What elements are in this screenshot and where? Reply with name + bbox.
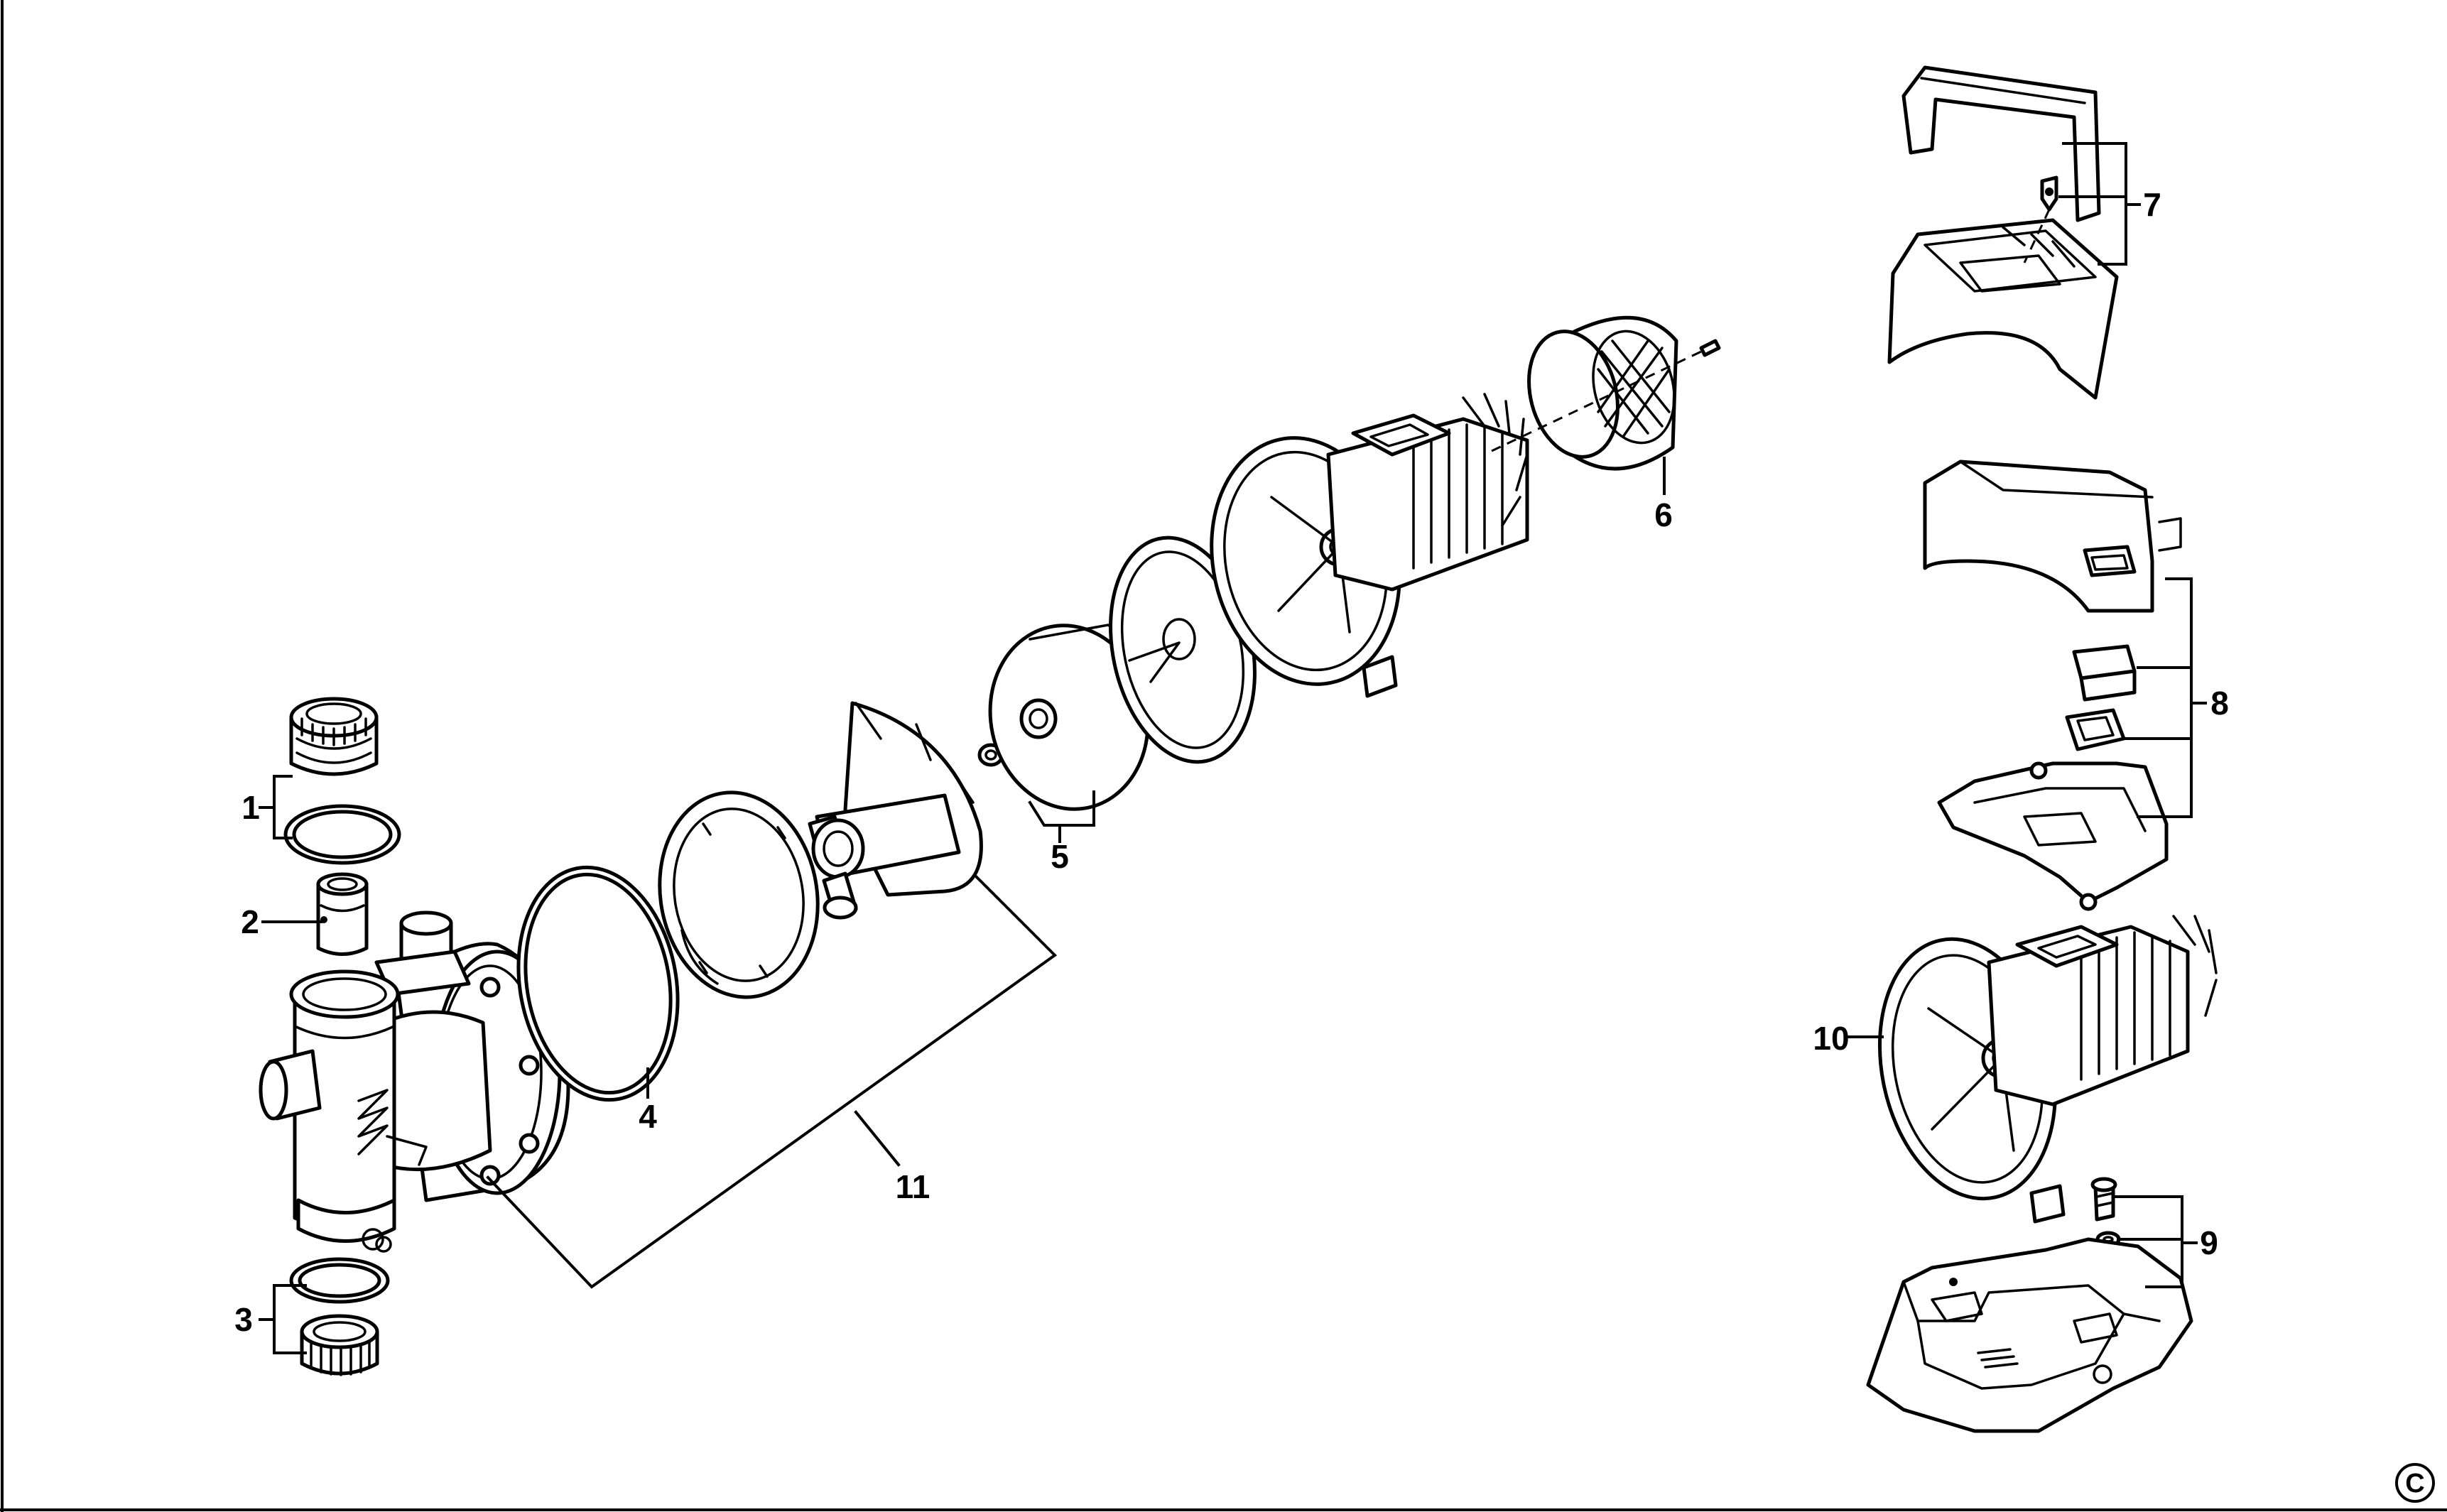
part-4-housing-seal xyxy=(516,865,680,1102)
leader-lines xyxy=(259,142,2207,1354)
label-part-9: 9 xyxy=(2200,1224,2218,1261)
label-part-5: 5 xyxy=(1051,838,1069,875)
label-part-2: 2 xyxy=(241,903,259,940)
upper-cover xyxy=(1887,209,2119,400)
motor-upper xyxy=(1210,393,1529,698)
jet-venturi xyxy=(808,701,983,920)
part-7-handle xyxy=(1901,65,2101,222)
part-5-impeller xyxy=(977,624,1150,811)
part-8-switch-housing xyxy=(1923,459,2182,911)
part-1-filler-cap xyxy=(283,697,401,865)
part-labels: 1 2 3 4 5 6 7 8 9 10 11 xyxy=(234,186,2229,1338)
label-part-1: 1 xyxy=(242,789,260,826)
label-part-3: 3 xyxy=(234,1301,253,1338)
label-part-10: 10 xyxy=(1813,1020,1849,1057)
copyright-letter: C xyxy=(2405,1469,2424,1499)
label-part-7: 7 xyxy=(2143,186,2161,223)
part-6-fan-cover xyxy=(1491,315,1721,471)
part-3-drain-cap xyxy=(289,1257,390,1376)
base-stand xyxy=(1866,1237,2193,1433)
label-part-6: 6 xyxy=(1654,496,1673,533)
label-part-4: 4 xyxy=(639,1098,657,1135)
part-2-valve-insert xyxy=(316,872,369,956)
label-part-8: 8 xyxy=(2210,685,2229,722)
copyright-mark: C xyxy=(2395,1463,2435,1503)
part-9-bolt-washer xyxy=(2090,1177,2121,1248)
diffuser-plate xyxy=(658,790,820,999)
label-part-11: 11 xyxy=(896,1168,930,1205)
part-10-motor-lower xyxy=(1877,915,2218,1224)
